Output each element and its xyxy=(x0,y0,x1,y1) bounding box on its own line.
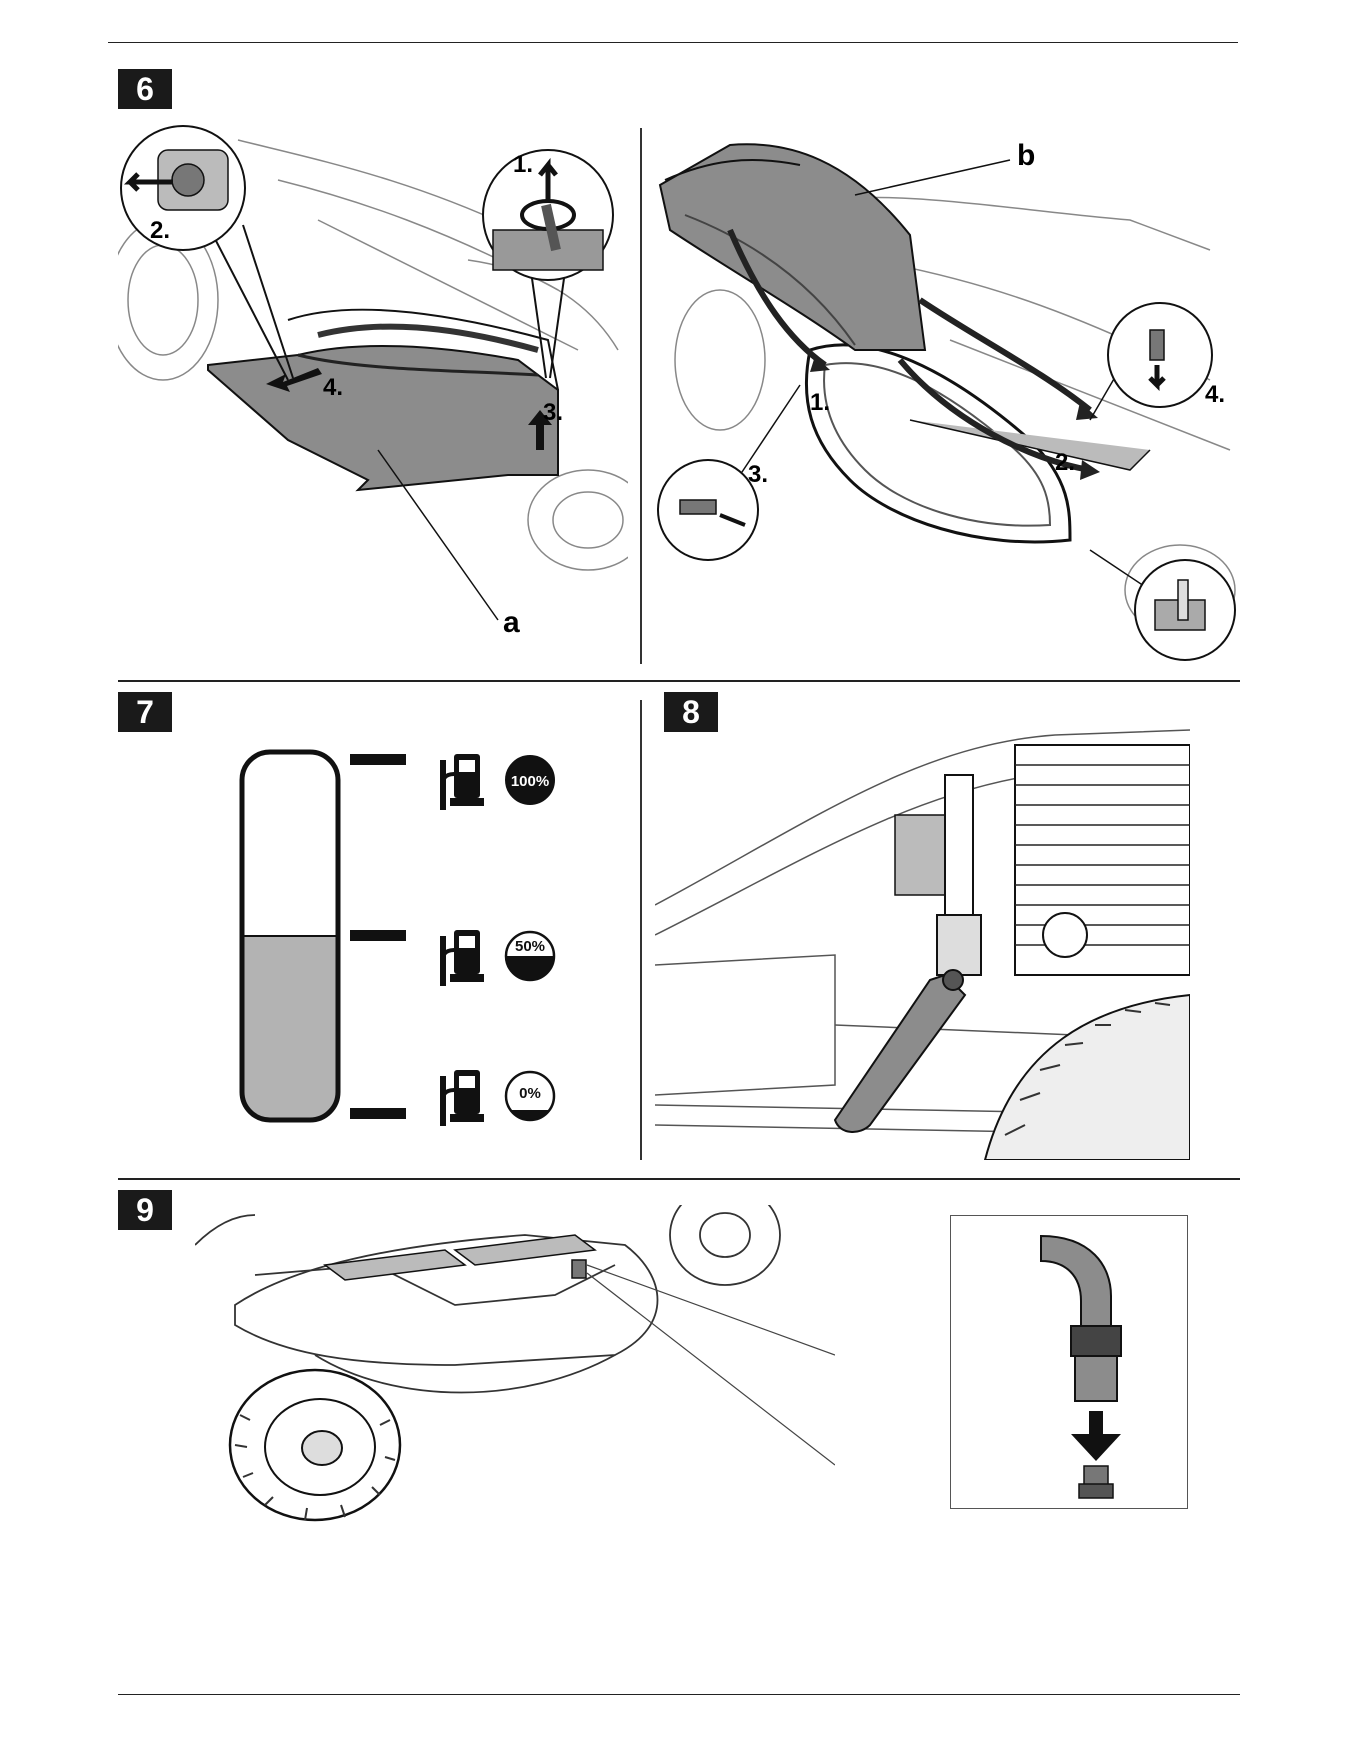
top-rule xyxy=(108,42,1238,43)
fig8-illustration xyxy=(655,705,1190,1160)
fig6-left-illustration: 1. 2. 3. 4. a xyxy=(118,120,628,660)
fig6-left-step-3: 3. xyxy=(543,399,563,426)
figure-number-7: 7 xyxy=(118,692,172,732)
fig6-part-label-a: a xyxy=(503,606,520,639)
badge-0: 0% xyxy=(506,1072,554,1120)
fuel-tank xyxy=(242,752,338,1120)
fig6-right-step-3: 3. xyxy=(748,461,768,488)
fig6-right-step-4: 4. xyxy=(1205,381,1225,408)
fig7-fuel-gauge: 100% 50% 0% xyxy=(230,740,600,1140)
badge-50: 50% xyxy=(506,932,554,980)
divider-fig6 xyxy=(640,128,642,664)
fuel-pump-icon xyxy=(440,930,484,986)
fuel-pump-icon xyxy=(440,754,484,810)
svg-text:50%: 50% xyxy=(515,938,545,955)
rule-row-3 xyxy=(118,1178,1240,1180)
bottom-rule xyxy=(118,1694,1240,1695)
arrow-icon xyxy=(1071,1411,1121,1461)
fig6-right-illustration: b 1. 2. 3. 4. xyxy=(650,120,1250,665)
tick-full xyxy=(350,754,406,765)
fig6-part-label-b: b xyxy=(1017,139,1035,172)
svg-text:0%: 0% xyxy=(519,1085,541,1102)
fig6-left-step-4: 4. xyxy=(323,374,343,401)
figure-number-6: 6 xyxy=(118,69,172,109)
fig6-left-step-1: 1. xyxy=(513,151,533,178)
svg-text:100%: 100% xyxy=(511,773,549,790)
fuel-level-fill xyxy=(242,936,338,1120)
tick-empty xyxy=(350,1108,406,1119)
fig6-left-step-2: 2. xyxy=(150,217,170,244)
figure-number-9: 9 xyxy=(118,1190,172,1230)
fig6-right-step-2: 2. xyxy=(1055,449,1075,476)
fuel-pump-icon xyxy=(440,1070,484,1126)
rule-row-2 xyxy=(118,680,1240,682)
fig6-right-step-1: 1. xyxy=(810,389,830,416)
divider-fig7-8 xyxy=(640,700,642,1160)
tick-half xyxy=(350,930,406,941)
fig9-zoom-box xyxy=(950,1215,1188,1509)
badge-100: 100% xyxy=(506,756,554,804)
fig9-illustration xyxy=(195,1205,835,1530)
